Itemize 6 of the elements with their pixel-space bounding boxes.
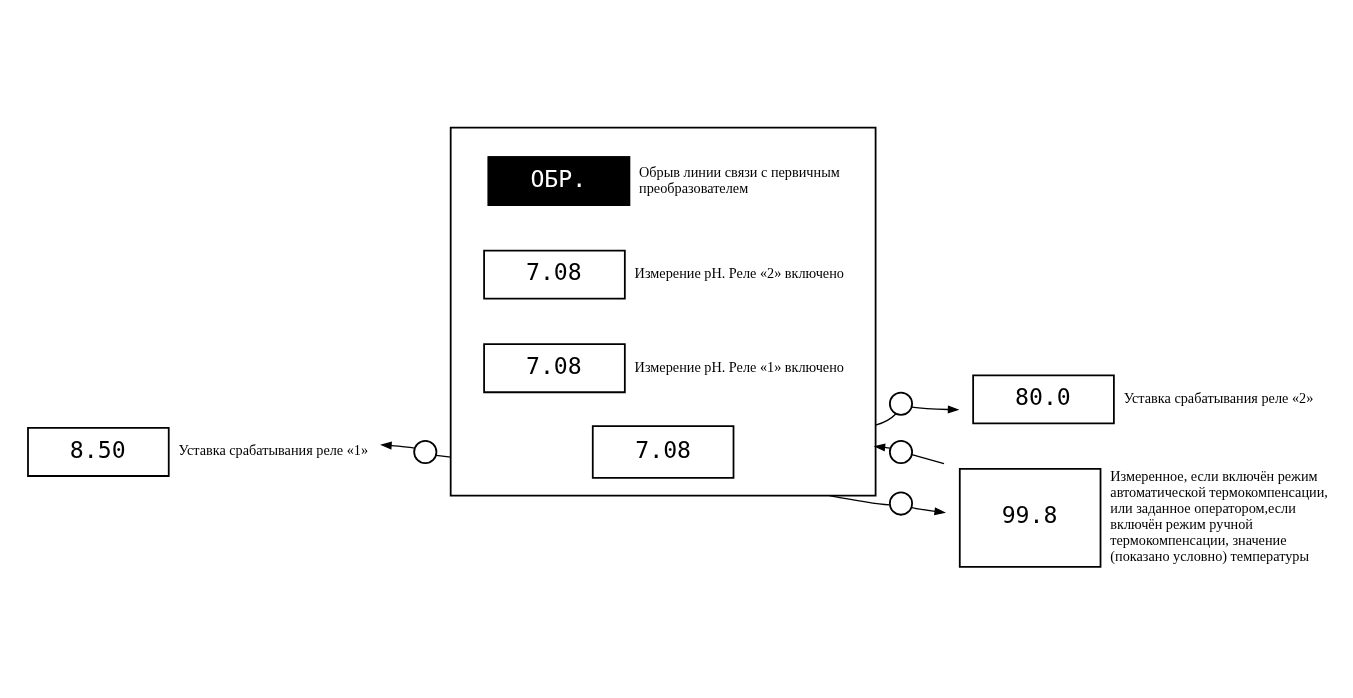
node-label: Обрыв линии связи с первичным преобразователем bbox=[639, 163, 840, 196]
node-label: Уставка срабатывания реле «1» bbox=[178, 441, 369, 458]
node-label: Измеренное, если включён режим автоматической термокомпенсации, или заданное оператором,если включён режим ручной термокомпенсации, значение (показано условно) температуры bbox=[1110, 467, 1328, 564]
node-label: Измерение pH. Реле «2» включено bbox=[634, 264, 844, 281]
node-label: Уставка срабатывания реле «2» bbox=[1123, 389, 1314, 406]
node-label: Измерение pH. Реле «1» включено bbox=[634, 358, 844, 375]
